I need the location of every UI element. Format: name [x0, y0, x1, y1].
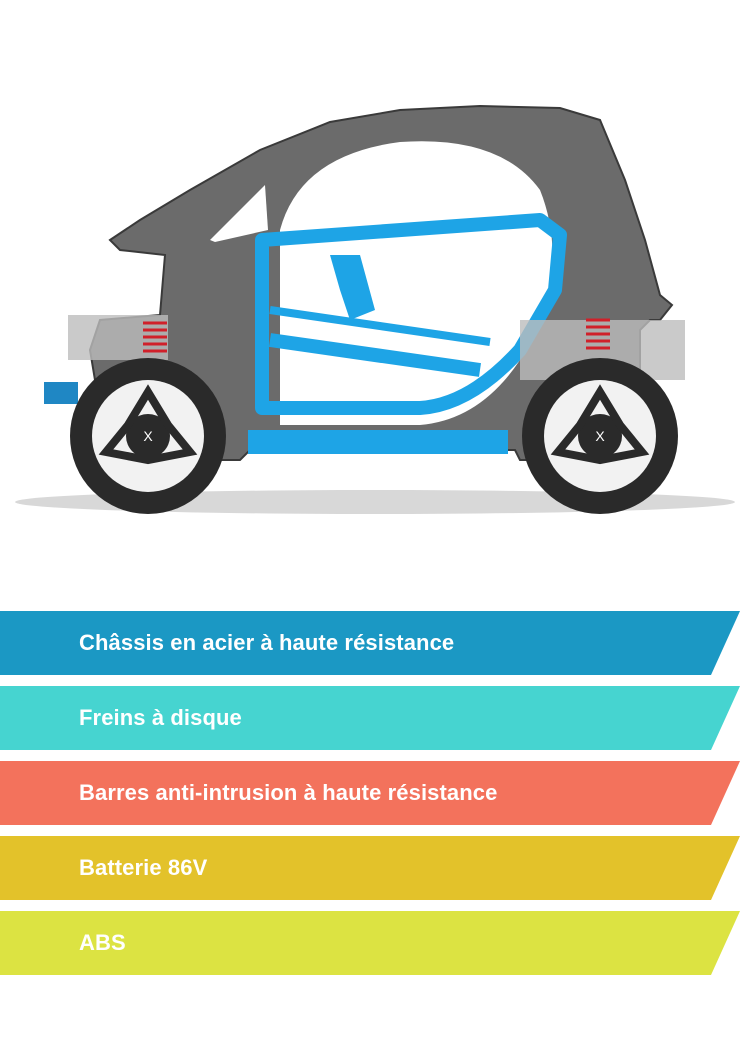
svg-text:X: X	[143, 428, 153, 444]
feature-label: Freins à disque	[79, 705, 242, 730]
sill-blue	[248, 430, 508, 454]
front-bracket-blue	[44, 382, 78, 404]
front-spring	[143, 321, 167, 353]
feature-label: ABS	[79, 930, 126, 955]
door-frame-blue	[255, 213, 567, 415]
rear-spring	[586, 318, 610, 350]
feature-label: Châssis en acier à haute résistance	[79, 630, 455, 655]
intrusion-bar-lower	[269, 333, 481, 377]
feature-banner-abs: ABS	[0, 911, 740, 975]
windshield-opening	[210, 185, 268, 242]
feature-label: Barres anti-intrusion à haute résistance	[79, 780, 498, 805]
feature-banner-anti-intrusion: Barres anti-intrusion à haute résistance	[0, 761, 740, 825]
feature-banner-chassis: Châssis en acier à haute résistance	[0, 611, 740, 675]
chassis-illustration: X X	[0, 80, 750, 530]
feature-banner-disc-brakes: Freins à disque	[0, 686, 740, 750]
front-wheel: X	[70, 358, 226, 514]
rear-wheel: X	[522, 358, 678, 514]
feature-label: Batterie 86V	[79, 855, 208, 880]
door-bracket	[330, 255, 375, 320]
feature-banner-battery: Batterie 86V	[0, 836, 740, 900]
svg-text:X: X	[595, 428, 605, 444]
intrusion-bar-upper	[269, 306, 491, 346]
